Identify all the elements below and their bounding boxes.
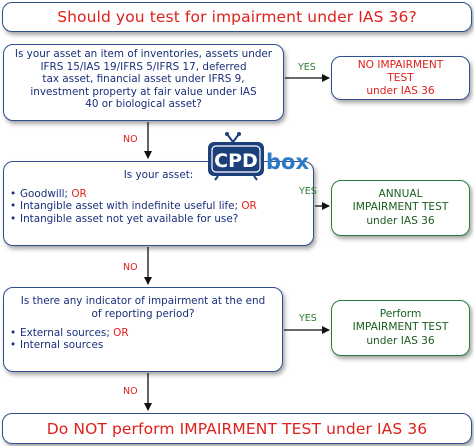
list-item: Intangible asset with indefinite useful … <box>10 200 307 213</box>
result-3-line: IMPAIRMENT TEST <box>352 321 449 334</box>
result-2-line: IMPAIRMENT TEST <box>352 201 449 214</box>
logo-text-left: CPD <box>214 150 258 172</box>
result-perform-test-box: Perform IMPAIRMENT TEST under IAS 36 <box>331 300 470 356</box>
result-3-line: Perform <box>379 307 422 320</box>
list-item: Intangible asset not yet available for u… <box>10 212 307 226</box>
list-item-text: External sources; <box>20 327 110 339</box>
result-2-line: ANNUAL <box>378 187 423 200</box>
question-3-box: Is there any indicator of impairment at … <box>3 287 283 372</box>
result-3-line: under IAS 36 <box>366 334 435 347</box>
list-item-text: Internal sources <box>20 339 104 352</box>
question-2-title: Is your asset: <box>10 169 307 182</box>
or-label: OR <box>71 188 87 200</box>
question-3-title: Is there any indicator of impairment at … <box>10 295 276 321</box>
question-3-list: External sources; OR Internal sources <box>10 327 276 352</box>
result-1-line: NO IMPAIRMENT <box>357 58 444 71</box>
list-item: Goodwill; OR <box>10 188 307 201</box>
no-label-1: NO <box>123 134 138 145</box>
question-1-line: 40 or biological asset? <box>85 98 202 111</box>
question-1-line: tax asset, financial asset under IFRS 9, <box>42 73 245 86</box>
title-box: Should you test for impairment under IAS… <box>2 2 472 32</box>
list-item-text: Goodwill; <box>20 188 69 200</box>
list-item: Internal sources <box>10 339 276 352</box>
logo-graphic: CPD box <box>208 132 309 181</box>
cpdbox-logo: CPD box <box>206 131 310 181</box>
result-2-line: under IAS 36 <box>366 214 435 227</box>
result-annual-test-box: ANNUAL IMPAIRMENT TEST under IAS 36 <box>331 180 470 236</box>
result-no-impairment-box: NO IMPAIRMENT TEST under IAS 36 <box>331 56 470 100</box>
question-2-list: Goodwill; OR Intangible asset with indef… <box>10 188 307 226</box>
title-text: Should you test for impairment under IAS… <box>57 8 417 26</box>
result-1-line: TEST <box>387 71 414 84</box>
question-3-title-line: of reporting period? <box>91 308 195 320</box>
result-1-line: under IAS 36 <box>366 84 435 97</box>
or-label: OR <box>113 327 129 339</box>
logo-text-right: box <box>266 150 309 174</box>
final-result-box: Do NOT perform IMPAIRMENT TEST under IAS… <box>2 413 472 444</box>
list-item-text: Intangible asset with indefinite useful … <box>20 200 239 213</box>
list-item-text: Intangible asset not yet available for u… <box>20 212 239 225</box>
question-1-line: IFRS 15/IAS 19/IFRS 5/IFRS 17, deferred <box>40 60 247 73</box>
question-2-box: Is your asset: Goodwill; OR Intangible a… <box>3 161 314 246</box>
or-label: OR <box>241 200 257 213</box>
no-label-3: NO <box>123 386 138 397</box>
final-result-text: Do NOT perform IMPAIRMENT TEST under IAS… <box>46 419 428 438</box>
list-item: External sources; OR <box>10 327 276 340</box>
question-1-box: Is your asset an item of inventories, as… <box>3 44 284 121</box>
question-3-title-line: Is there any indicator of impairment at … <box>20 295 266 307</box>
yes-label-2: YES <box>299 186 317 197</box>
question-1-line: investment property at fair value under … <box>30 85 257 98</box>
yes-label-3: YES <box>299 313 317 324</box>
question-2-title-text: Is your asset: <box>123 169 194 181</box>
yes-label-1: YES <box>298 62 316 73</box>
question-1-line: Is your asset an item of inventories, as… <box>14 48 273 60</box>
no-label-2: NO <box>123 262 138 273</box>
